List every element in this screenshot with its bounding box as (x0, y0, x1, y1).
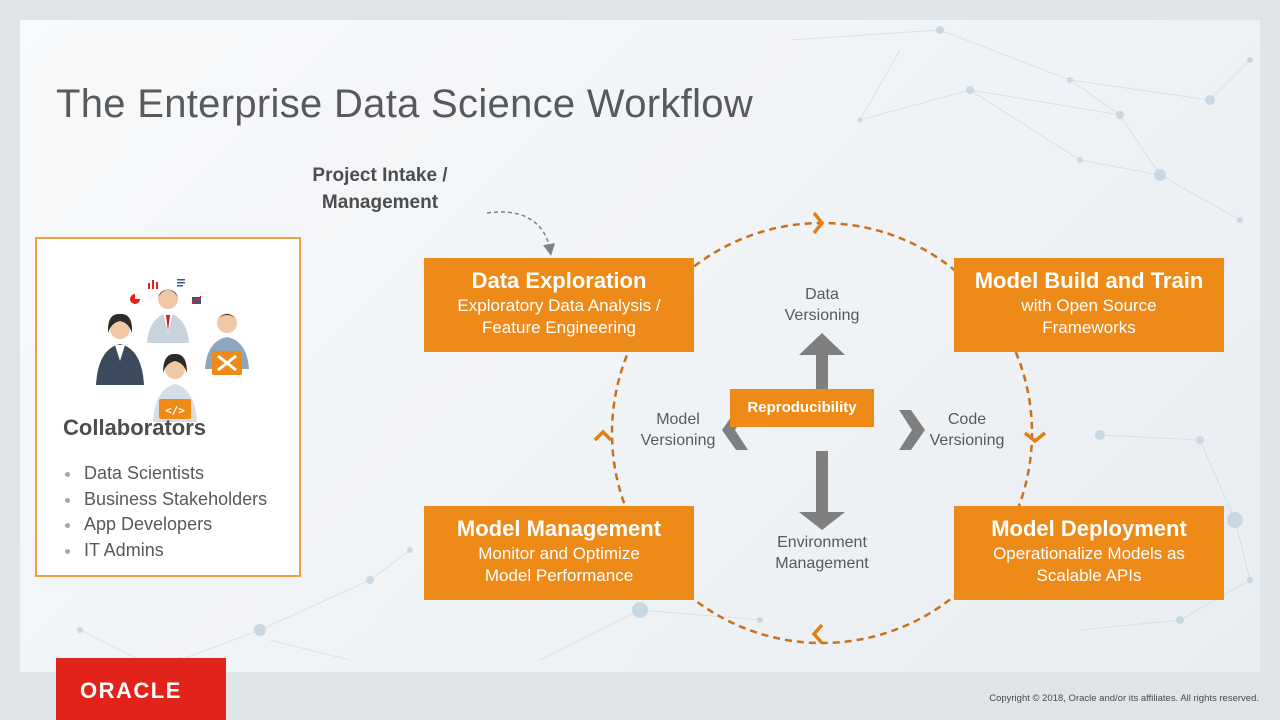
stage-title: Model Build and Train (974, 268, 1204, 293)
list-item: App Developers (63, 512, 267, 538)
copyright-text: Copyright © 2018, Oracle and/or its affi… (989, 693, 1259, 704)
stage-subtitle: with Open Source Frameworks (1021, 296, 1157, 337)
network-background (77, 26, 1253, 663)
cycle-chevron-left (593, 429, 613, 442)
center-arrows (722, 333, 925, 530)
person-right (205, 313, 249, 375)
collaborators-illustration: </> (96, 279, 249, 422)
chart-icons (130, 279, 202, 304)
stage-title: Model Management (456, 516, 662, 541)
model-versioning-label: Model Versioning (640, 411, 716, 449)
person-center (147, 289, 189, 343)
list-item: Data Scientists (63, 461, 267, 487)
stage-subtitle: Operationalize Models as Scalable APIs (993, 544, 1185, 585)
stage-title: Model Deployment (991, 516, 1187, 541)
stage-subtitle: Exploratory Data Analysis / Feature Engi… (457, 296, 661, 337)
stage-model-deployment: Model Deployment Operationalize Models a… (954, 506, 1224, 600)
collaborators-title: Collaborators (63, 415, 207, 440)
code-versioning-label: Code Versioning (929, 411, 1005, 449)
stage-model-management: Model Management Monitor and Optimize Mo… (424, 506, 694, 600)
oracle-logo-text: ORACLE (80, 678, 182, 703)
cycle-chevron-top (812, 211, 825, 235)
collaborators-panel: </> Collaborators Data Scientists Busine… (35, 237, 301, 577)
arrow-up (799, 333, 845, 424)
arrow-down (799, 451, 845, 530)
stage-title: Data Exploration (471, 268, 647, 293)
slide-title: The Enterprise Data Science Workflow (56, 82, 754, 126)
cycle-chevron-right (1023, 431, 1047, 444)
list-item: Business Stakeholders (63, 487, 267, 513)
person-left (96, 313, 144, 385)
list-item: IT Admins (63, 538, 267, 564)
arrow-right (899, 410, 925, 450)
stage-model-build-train: Model Build and Train with Open Source F… (954, 258, 1224, 352)
environment-management-label: Environment Management (775, 534, 869, 572)
stage-subtitle: Monitor and Optimize Model Performance (478, 544, 640, 585)
cycle-chevron-bottom (811, 623, 824, 645)
person-front: </> (153, 353, 197, 422)
data-versioning-label: Data Versioning (784, 286, 860, 324)
project-intake-label: Project Intake / Management (312, 165, 448, 213)
intake-arrow (486, 211, 555, 256)
reproducibility-box: Reproducibility (730, 389, 874, 427)
stage-data-exploration: Data Exploration Exploratory Data Analys… (424, 258, 694, 352)
oracle-logo: ORACLE (56, 658, 226, 720)
collaborators-list: Data Scientists Business Stakeholders Ap… (63, 461, 267, 563)
svg-text:</>: </> (165, 404, 185, 417)
